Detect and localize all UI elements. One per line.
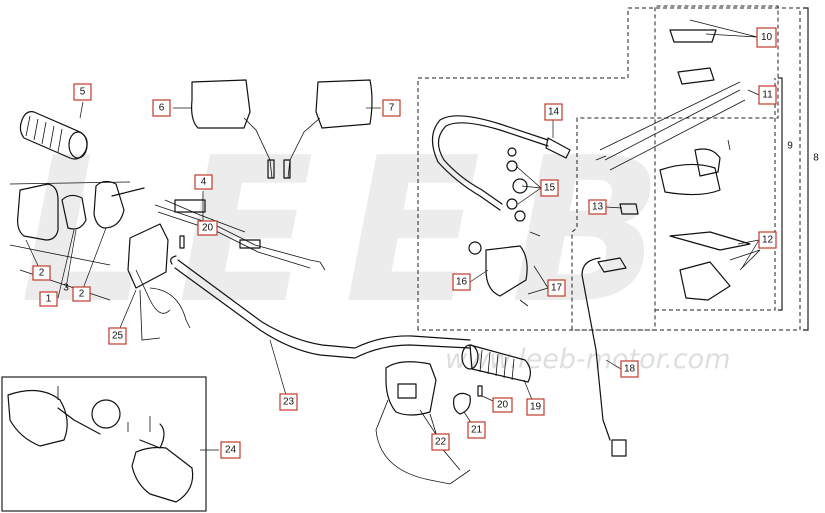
right-grip	[461, 344, 531, 383]
callout-12: 12	[758, 231, 777, 249]
callout-15: 15	[540, 179, 559, 197]
callout-20: 20	[492, 397, 513, 413]
brake-master-cylinder	[595, 29, 761, 301]
svg-text:12: 12	[762, 235, 774, 246]
svg-text:5: 5	[80, 87, 86, 98]
leader-lines	[25, 19, 760, 451]
svg-text:9: 9	[787, 141, 793, 152]
svg-text:13: 13	[592, 202, 604, 213]
callout-20: 20	[197, 220, 218, 236]
callout-23: 23	[279, 393, 298, 411]
banjo-bolt-parts	[506, 147, 528, 222]
left-switch-housing	[9, 180, 145, 301]
callout-4: 4	[194, 174, 213, 190]
group-outline-8	[417, 7, 801, 331]
circlip	[453, 392, 471, 415]
callout-11: 11	[758, 85, 777, 105]
svg-text:16: 16	[456, 277, 468, 288]
svg-text:15: 15	[544, 183, 556, 194]
bracket-8	[803, 7, 809, 331]
watermark-logo: LEEB	[20, 115, 693, 348]
callout-3: 3	[63, 283, 69, 294]
watermark-url: www.leeb-motor.com	[445, 344, 731, 375]
callout-16: 16	[452, 273, 471, 291]
svg-text:20: 20	[497, 400, 509, 411]
callout-18: 18	[620, 360, 639, 378]
svg-text:25: 25	[112, 331, 124, 342]
bracket-9	[778, 77, 783, 311]
group-outline-9-inner	[655, 78, 776, 311]
callout-13: 13	[588, 199, 607, 215]
callout-6: 6	[152, 99, 171, 117]
clutch-perch	[468, 231, 541, 307]
handlebar	[174, 259, 471, 359]
callout-17: 17	[547, 279, 566, 297]
svg-text:14: 14	[548, 107, 560, 118]
callout-25: 25	[108, 327, 127, 345]
mirror-right	[283, 79, 373, 179]
mirror-left	[191, 79, 275, 179]
svg-text:21: 21	[471, 425, 483, 436]
pin-20-right	[477, 385, 483, 397]
callout-1: 1	[39, 291, 58, 307]
svg-text:2: 2	[39, 268, 45, 279]
callout-10: 10	[756, 27, 777, 48]
handlebar-end-left	[170, 255, 177, 265]
right-switch-housing	[375, 361, 471, 485]
callout-2: 2	[72, 286, 91, 302]
svg-text:2: 2	[79, 289, 85, 300]
svg-text:4: 4	[201, 177, 207, 188]
brake-switch-cable	[581, 257, 627, 457]
group-outline-9	[571, 5, 779, 331]
handguards	[7, 386, 194, 503]
left-switch-module	[127, 223, 191, 341]
callout-2: 2	[32, 265, 51, 281]
svg-text:18: 18	[624, 364, 636, 375]
svg-text:20: 20	[202, 223, 214, 234]
callout-7: 7	[382, 99, 401, 117]
handguard-box	[1, 376, 207, 512]
callout-9: 9	[787, 141, 793, 152]
svg-text:6: 6	[159, 103, 165, 114]
throttle-cables	[154, 199, 326, 271]
svg-text:3: 3	[63, 283, 69, 294]
svg-text:22: 22	[435, 437, 447, 448]
callout-22: 22	[431, 433, 450, 451]
callout-8: 8	[813, 153, 819, 164]
svg-text:7: 7	[389, 103, 395, 114]
svg-text:8: 8	[813, 153, 819, 164]
left-grip	[19, 111, 88, 160]
callout-24: 24	[220, 441, 241, 459]
svg-text:23: 23	[283, 397, 295, 408]
svg-text:10: 10	[761, 32, 773, 43]
callout-21: 21	[467, 421, 486, 439]
svg-text:11: 11	[762, 90, 773, 101]
callout-5: 5	[73, 83, 92, 101]
svg-text:24: 24	[225, 445, 237, 456]
svg-text:19: 19	[530, 402, 542, 413]
svg-text:1: 1	[46, 294, 52, 305]
clutch-cable	[431, 115, 571, 211]
callout-14: 14	[544, 103, 563, 121]
callout-19: 19	[526, 398, 545, 416]
svg-text:17: 17	[551, 283, 563, 294]
